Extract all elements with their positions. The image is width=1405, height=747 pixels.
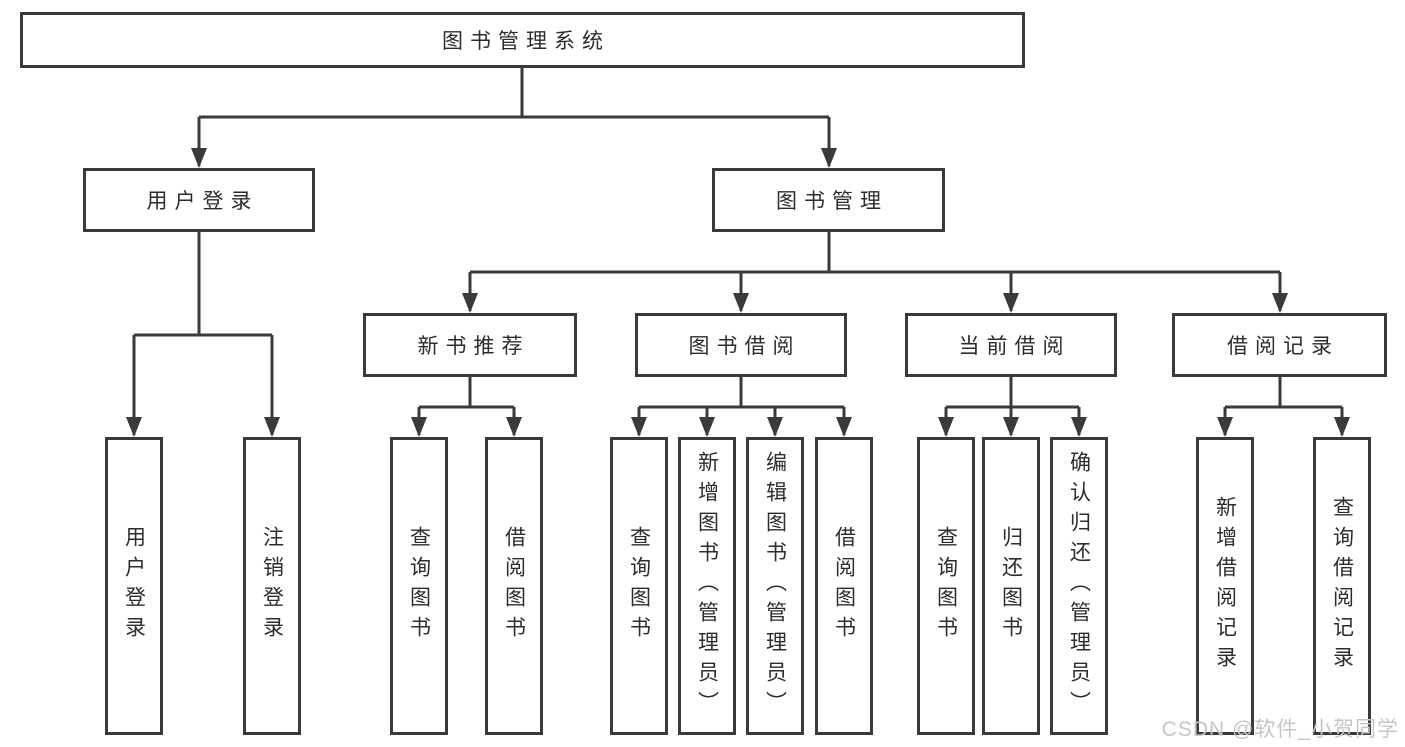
- node-library-system: 图书管理系统: [20, 12, 1025, 68]
- node-label: 图书管理: [776, 190, 888, 213]
- leaf-query-books-current: 查询图书: [917, 437, 975, 735]
- node-label: 当前借阅: [958, 335, 1071, 358]
- node-label: 借阅图书: [832, 526, 856, 646]
- leaf-edit-book-admin: 编辑图书（管理员）: [746, 437, 804, 735]
- leaf-query-books-borrow: 查询图书: [610, 437, 668, 735]
- node-label: 确认归还（管理员）: [1067, 451, 1091, 721]
- node-new-book-recommend: 新书推荐: [363, 313, 577, 377]
- node-borrow-records: 借阅记录: [1172, 313, 1387, 377]
- leaf-query-borrow-record: 查询借阅记录: [1313, 437, 1371, 735]
- node-label: 归还图书: [999, 526, 1023, 646]
- node-label: 查询图书: [934, 526, 958, 646]
- watermark: CSDN @软件_小贺同学: [1161, 718, 1399, 741]
- node-label: 编辑图书（管理员）: [763, 451, 787, 721]
- leaf-confirm-return-admin: 确认归还（管理员）: [1050, 437, 1108, 735]
- arrowheads: [126, 148, 1350, 437]
- leaf-add-borrow-record: 新增借阅记录: [1196, 437, 1254, 735]
- node-label: 图书管理系统: [442, 30, 610, 53]
- node-current-borrow: 当前借阅: [905, 313, 1117, 377]
- node-user-login: 用户登录: [83, 168, 315, 232]
- node-label: 用户登录: [122, 526, 146, 646]
- node-label: 新书推荐: [417, 335, 530, 358]
- node-label: 查询图书: [407, 526, 431, 646]
- node-label: 注销登录: [260, 526, 284, 646]
- node-label: 查询借阅记录: [1330, 496, 1354, 676]
- node-label: 借阅图书: [502, 526, 526, 646]
- leaf-borrow-books: 借阅图书: [815, 437, 873, 735]
- leaf-query-books-recommend: 查询图书: [390, 437, 448, 735]
- leaf-borrow-books-recommend: 借阅图书: [485, 437, 543, 735]
- node-label: 新增图书（管理员）: [695, 451, 719, 721]
- leaf-logout: 注销登录: [243, 437, 301, 735]
- leaf-user-login: 用户登录: [105, 437, 163, 735]
- node-label: 借阅记录: [1227, 335, 1339, 358]
- node-label: 图书借阅: [688, 335, 801, 358]
- node-label: 查询图书: [627, 526, 651, 646]
- node-book-borrow: 图书借阅: [635, 313, 847, 377]
- leaf-return-book: 归还图书: [982, 437, 1040, 735]
- node-label: 新增借阅记录: [1213, 496, 1237, 676]
- leaf-add-book-admin: 新增图书（管理员）: [678, 437, 736, 735]
- node-book-management: 图书管理: [712, 168, 945, 232]
- node-label: 用户登录: [146, 190, 259, 213]
